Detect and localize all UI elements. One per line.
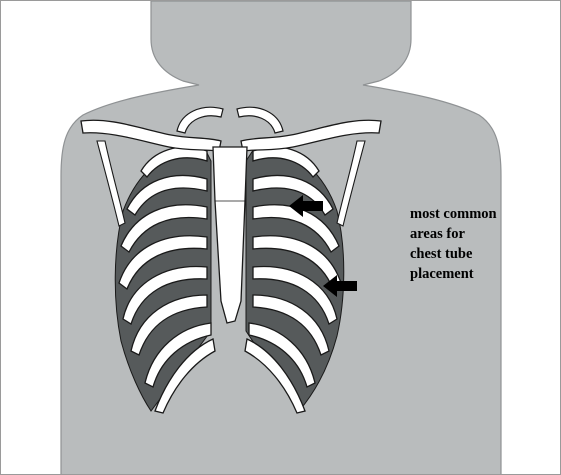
caption-line-2: areas for [410,224,550,244]
placement-caption: most common areas for chest tube placeme… [410,204,550,284]
caption-line-4: placement [410,264,550,284]
caption-line-3: chest tube [410,244,550,264]
caption-line-1: most common [410,204,550,224]
